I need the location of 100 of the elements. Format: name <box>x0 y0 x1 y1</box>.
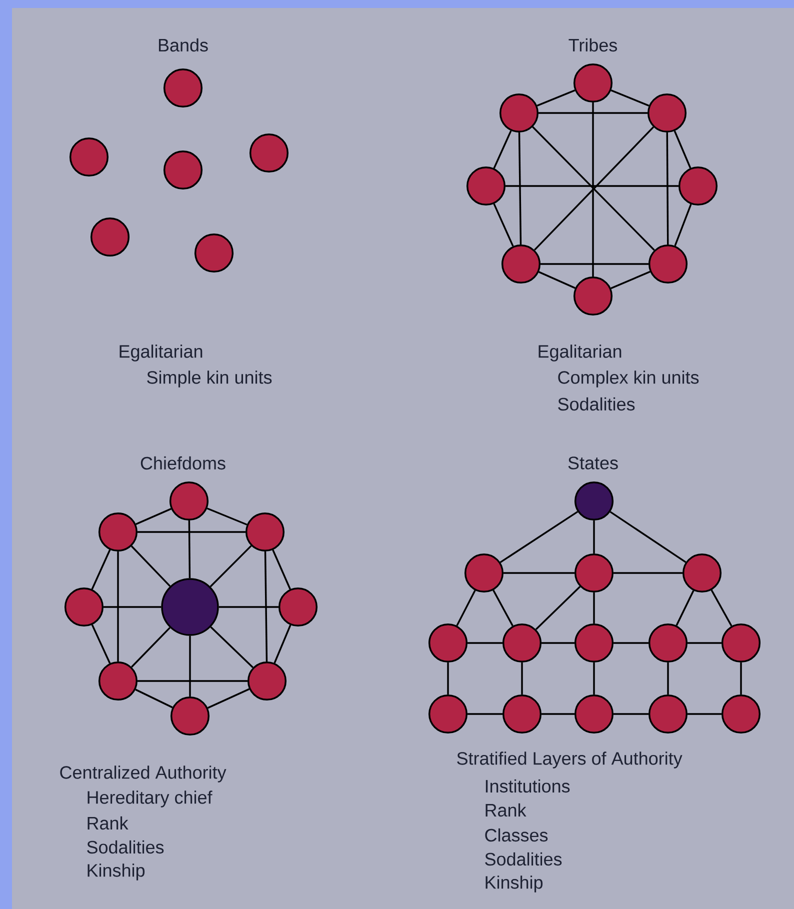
description-line: Complex kin units <box>558 370 699 388</box>
connecting-line <box>688 713 722 715</box>
connecting-line <box>492 590 514 626</box>
circle-node <box>721 694 761 734</box>
connecting-line <box>538 112 648 114</box>
connecting-line <box>614 642 648 644</box>
circle-node <box>90 217 130 257</box>
connecting-line <box>135 688 173 708</box>
circle-node <box>502 623 542 663</box>
connecting-line <box>688 642 722 644</box>
connecting-line <box>136 508 172 525</box>
connecting-line <box>468 642 502 644</box>
circle-node <box>648 623 688 663</box>
description-line: Hereditary chief <box>88 790 212 808</box>
connecting-line <box>614 713 648 715</box>
circle-node <box>428 623 468 663</box>
connecting-line <box>592 102 594 276</box>
circle-node <box>466 166 506 206</box>
circle-node <box>574 553 614 593</box>
circle-node <box>98 512 138 552</box>
connecting-line <box>535 586 581 630</box>
panel-title: Chiefdoms <box>140 456 226 470</box>
circle-node <box>574 694 614 734</box>
connecting-line <box>138 531 246 533</box>
description-line: Sodalities <box>558 397 635 411</box>
connecting-line <box>210 626 254 668</box>
connecting-line <box>138 680 248 682</box>
connecting-line <box>740 662 742 694</box>
circle-node <box>574 481 614 521</box>
circle-node <box>647 93 687 133</box>
circle-node <box>98 661 138 701</box>
circle-node <box>247 661 287 701</box>
description-line: Egalitarian <box>538 344 622 362</box>
connecting-line <box>676 590 694 626</box>
circle-node <box>278 587 318 627</box>
connecting-line <box>91 624 111 664</box>
connecting-line <box>610 511 686 563</box>
connecting-line <box>593 592 595 624</box>
description-line: Classes <box>485 828 548 842</box>
connecting-line <box>666 132 669 244</box>
connecting-line <box>447 662 449 694</box>
connecting-line <box>188 520 191 578</box>
circle-node <box>64 587 104 627</box>
connecting-line <box>456 590 476 626</box>
connecting-line <box>710 590 732 626</box>
description-line: Kinship <box>486 876 543 892</box>
circle-node <box>428 694 468 734</box>
circle-node <box>194 233 234 273</box>
description-line: Rank <box>486 803 526 817</box>
description-line: Centralized Authority <box>60 766 226 782</box>
circle-node <box>161 578 219 636</box>
connecting-line <box>521 662 523 694</box>
circle-node <box>501 244 541 284</box>
circle-node <box>69 137 109 177</box>
circle-node <box>163 150 203 190</box>
description-line: Kinship <box>88 864 145 880</box>
connecting-line <box>131 627 170 668</box>
circle-node <box>721 623 761 663</box>
connecting-line <box>536 90 576 106</box>
connecting-line <box>610 270 650 290</box>
description-line: Sodalities <box>485 852 562 866</box>
connecting-line <box>540 263 648 265</box>
connecting-line <box>500 510 578 564</box>
connecting-line <box>189 636 191 696</box>
connecting-line <box>493 203 514 247</box>
connecting-line <box>518 132 522 244</box>
description-line: Simple kin units <box>147 370 272 388</box>
description-line: Institutions <box>486 779 570 793</box>
connecting-line <box>538 271 576 289</box>
connecting-line <box>91 549 111 590</box>
circle-node <box>502 694 542 734</box>
connecting-line <box>207 688 250 709</box>
connecting-line <box>614 572 682 574</box>
connecting-line <box>272 550 291 590</box>
circle-node <box>573 276 613 316</box>
panel-title: Bands <box>158 38 208 52</box>
connecting-line <box>130 546 171 587</box>
circle-node <box>249 133 289 173</box>
connecting-line <box>206 508 248 526</box>
connecting-line <box>593 520 595 554</box>
circle-node <box>163 68 203 108</box>
connecting-line <box>506 185 678 187</box>
connecting-line <box>104 606 162 608</box>
circle-node <box>464 553 504 593</box>
connecting-line <box>493 130 512 169</box>
description-line: Rank <box>88 816 128 830</box>
connecting-line <box>218 606 278 608</box>
circle-node <box>648 694 688 734</box>
panel-title: Tribes <box>568 38 618 52</box>
connecting-line <box>504 572 574 574</box>
circle-node <box>682 553 722 593</box>
connecting-line <box>674 204 692 246</box>
description-line: Sodalities <box>87 840 164 854</box>
circle-node <box>245 512 285 552</box>
circle-node <box>648 244 688 284</box>
connecting-line <box>610 90 650 106</box>
connecting-line <box>542 642 574 644</box>
connecting-line <box>667 662 669 694</box>
connecting-line <box>674 130 692 168</box>
circle-node <box>499 93 539 133</box>
